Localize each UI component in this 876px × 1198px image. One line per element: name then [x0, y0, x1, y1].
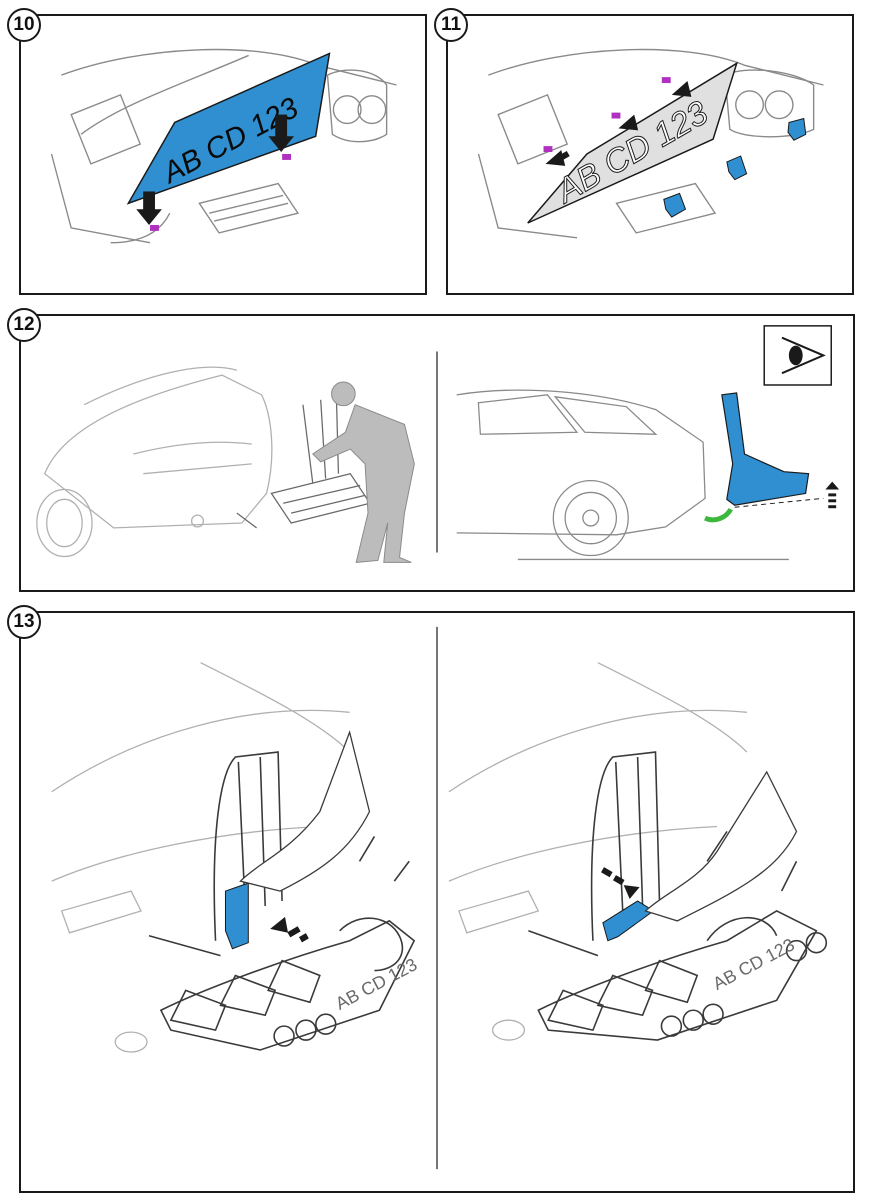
step-11-plate-text: AB CD 123 — [549, 94, 715, 211]
step-10-illustration: AB CD 123 — [50, 48, 397, 244]
step-number-badge: 10 — [7, 8, 41, 42]
hand-figure — [644, 770, 798, 922]
step-number-badge: 11 — [434, 8, 468, 42]
step-number-badge: 12 — [7, 308, 41, 342]
release-lever — [224, 882, 249, 950]
arrow-up-icon — [825, 481, 840, 509]
step-10-panel: AB CD 123 10 — [7, 8, 427, 295]
arrow-up-icon — [545, 81, 692, 166]
person-figure — [312, 381, 415, 563]
step-13-illustration: AB CD 123 — [51, 626, 828, 1170]
step-number-badge: 13 — [7, 605, 41, 639]
arrow-down-icon — [136, 191, 162, 225]
bike-carrier — [528, 751, 828, 1041]
step-12-panel: 12 — [7, 308, 855, 592]
carrier-profile — [721, 392, 810, 506]
step-11-panel: AB CD 123 11 — [434, 8, 854, 295]
bike-carrier — [148, 751, 416, 1051]
arrow-down-icon — [268, 114, 294, 153]
step-12-illustration — [36, 325, 840, 563]
release-lever — [602, 900, 655, 942]
step-13-left-plate-text: AB CD 123 — [332, 954, 420, 1014]
step-13-panel: AB CD 123 — [7, 605, 855, 1193]
step-11-illustration: AB CD 123 — [477, 48, 824, 239]
arrow-down-icon — [601, 867, 640, 900]
eye-view-icon — [763, 325, 832, 386]
hand-figure — [239, 730, 371, 892]
arrow-right-icon — [270, 916, 309, 943]
